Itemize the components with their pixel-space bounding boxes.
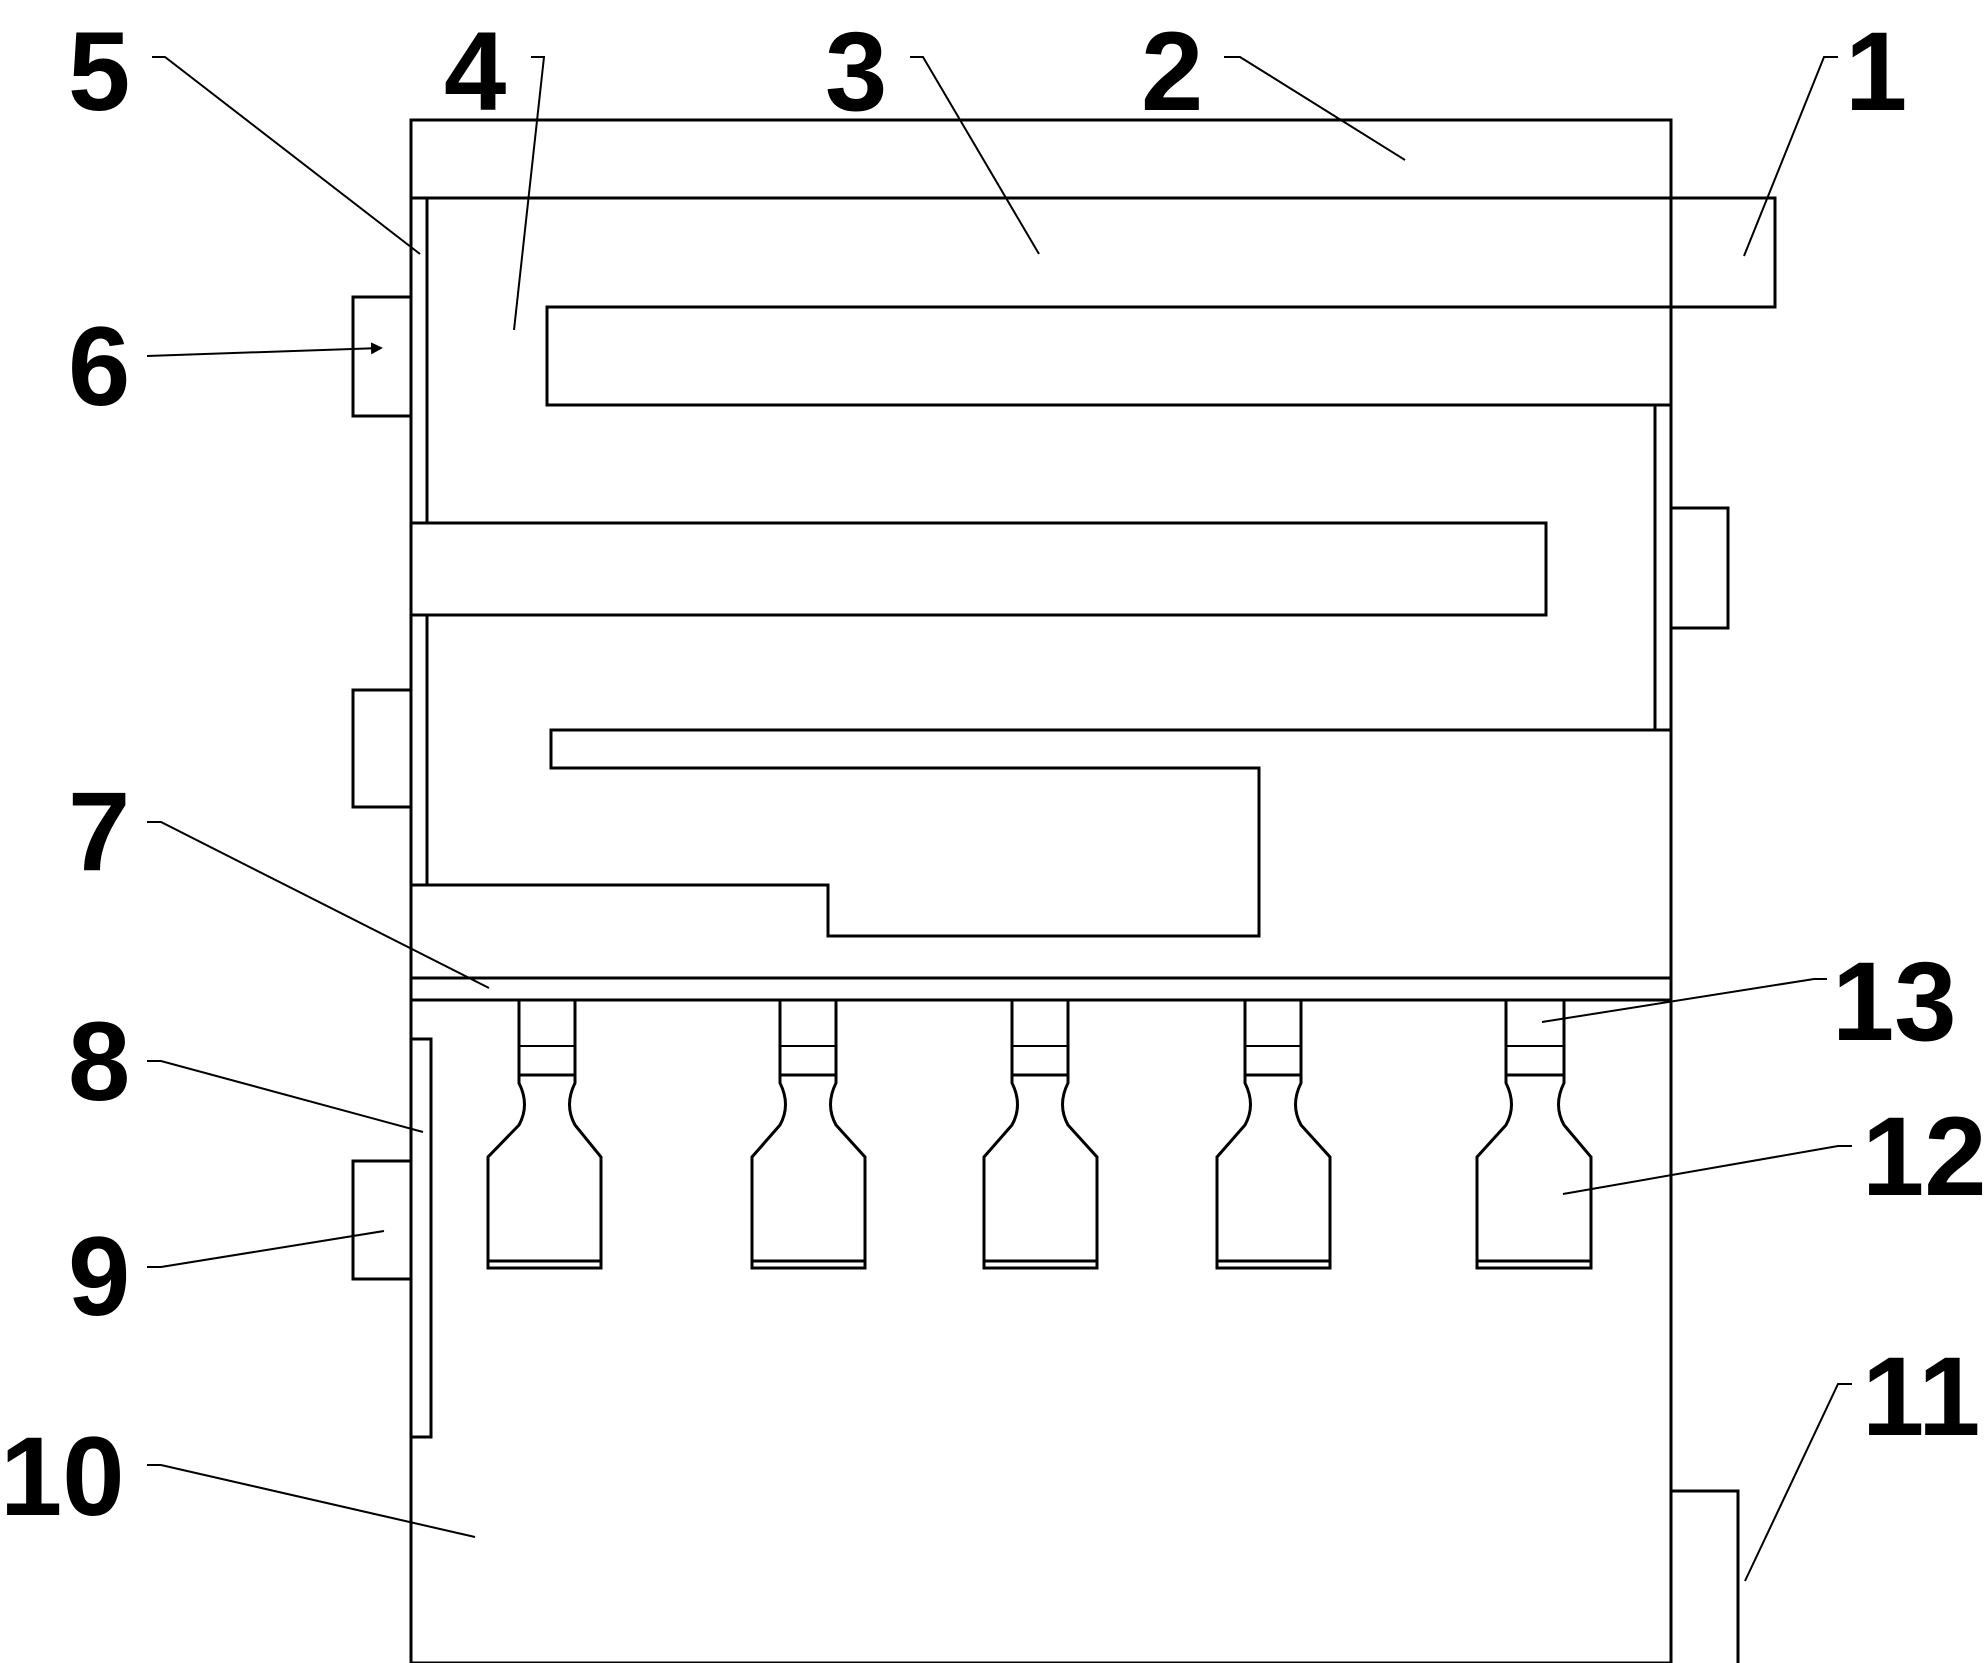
part-7-plate (411, 976, 1671, 1002)
nozzle-3 (982, 998, 1099, 1270)
part-13-connector (1504, 998, 1566, 1077)
leader-1 (1743, 56, 1838, 257)
part-11-block (1671, 1489, 1740, 1663)
label-11: 11 (1862, 1334, 1980, 1459)
part-12-bottle (1475, 1075, 1593, 1270)
leader-9 (147, 1230, 385, 1268)
part-13-connector (1243, 998, 1303, 1077)
leader-6 (146, 342, 383, 357)
part-13-connector (778, 998, 838, 1077)
label-6: 6 (68, 304, 130, 429)
labels: 5 4 3 2 1 6 7 13 8 12 9 10 11 (0, 9, 1987, 1539)
label-12: 12 (1862, 1094, 1987, 1219)
part-13-connector (1010, 998, 1070, 1077)
part-6-block (351, 295, 413, 418)
leader-7 (147, 821, 490, 989)
label-10: 10 (0, 1414, 125, 1539)
leader-5 (152, 56, 421, 255)
label-8: 8 (68, 999, 130, 1124)
leader-4 (513, 56, 546, 331)
baffle-upper (545, 305, 1671, 407)
part-13-connector (517, 998, 577, 1077)
leader-8 (147, 1060, 424, 1133)
part-12-bottle (1215, 1075, 1332, 1270)
part-8-strip (411, 1037, 433, 1439)
leader-lines (146, 56, 1852, 1582)
left-block-middle (351, 688, 413, 809)
leader-11 (1744, 1383, 1852, 1582)
leader-2 (1224, 56, 1406, 161)
label-7: 7 (68, 769, 130, 894)
baffle-lower (411, 728, 1671, 938)
part-1-tab (1671, 196, 1777, 309)
right-block (1669, 506, 1730, 630)
label-13: 13 (1832, 939, 1957, 1064)
part-12-bottle (982, 1075, 1099, 1270)
label-4: 4 (444, 9, 506, 134)
part-9-block (351, 1159, 413, 1281)
leader-3 (910, 56, 1040, 255)
leader-10 (147, 1464, 476, 1538)
housing (409, 118, 1673, 1663)
label-3: 3 (825, 9, 887, 134)
part-12-bottle (750, 1075, 867, 1270)
leader-13 (1541, 978, 1827, 1023)
label-2: 2 (1141, 9, 1203, 134)
leader-12 (1562, 1145, 1852, 1195)
nozzle-array (486, 998, 1593, 1270)
label-9: 9 (68, 1214, 130, 1339)
nozzle-1 (486, 998, 603, 1270)
main-body-outline (409, 118, 1673, 1663)
label-5: 5 (68, 9, 130, 134)
nozzle-2 (750, 998, 867, 1270)
baffle-middle (411, 521, 1548, 617)
nozzle-4 (1215, 998, 1332, 1270)
label-1: 1 (1845, 9, 1907, 134)
part-12-bottle (486, 1075, 603, 1270)
nozzle-5 (1475, 998, 1593, 1270)
